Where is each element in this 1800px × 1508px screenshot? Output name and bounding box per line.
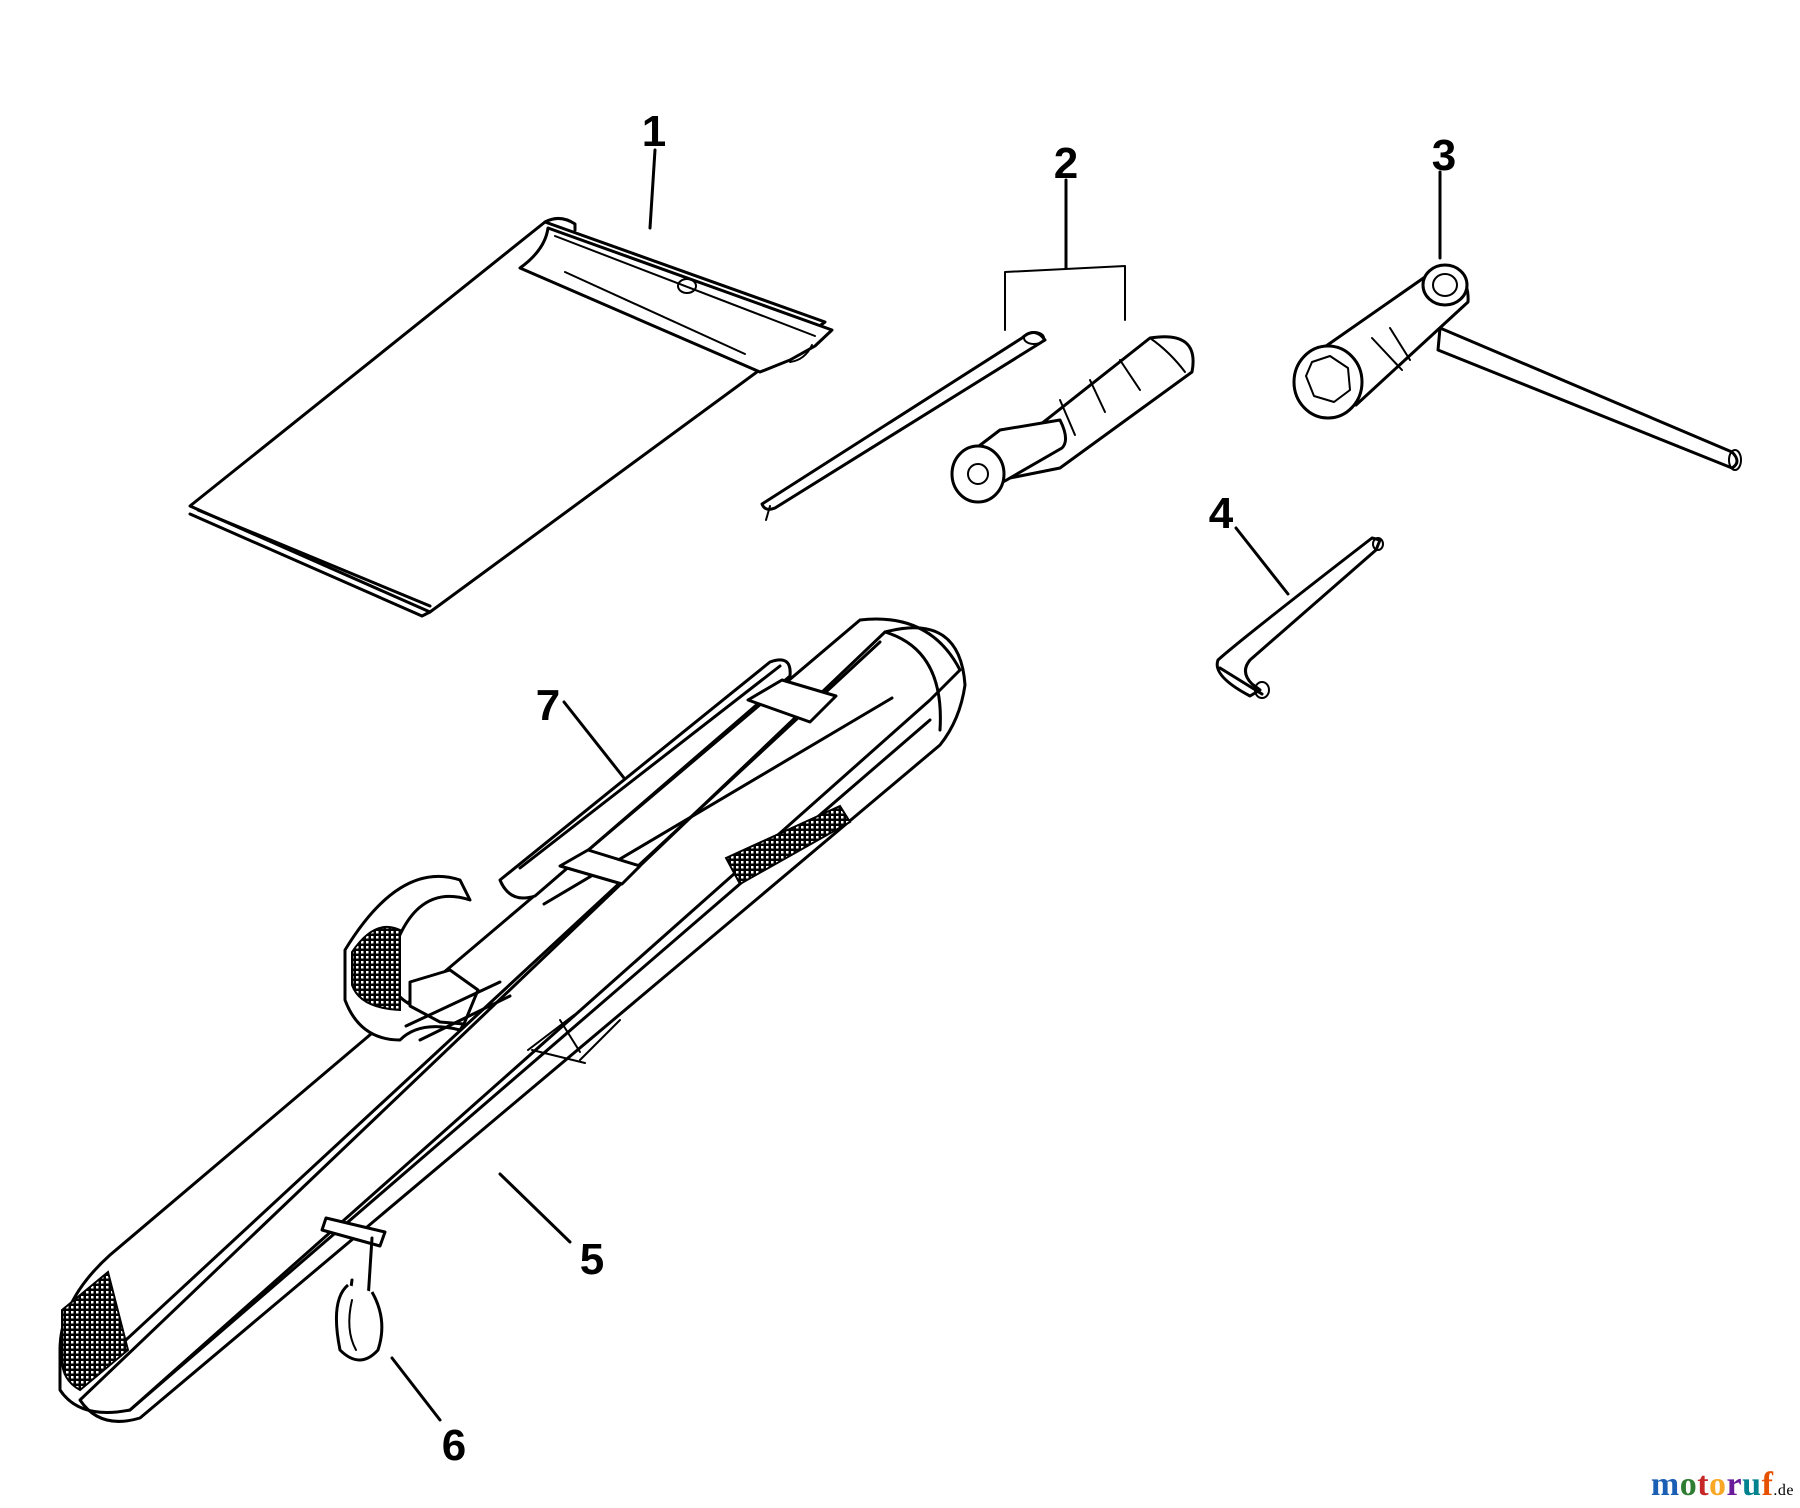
leader-7: [562, 700, 626, 780]
watermark-suffix: .de: [1773, 1482, 1794, 1499]
watermark-letter: t: [1697, 1466, 1710, 1503]
callout-7: 7: [536, 681, 560, 730]
document-pouch-icon: [188, 217, 834, 618]
leader-5: [498, 1172, 572, 1244]
callout-4: 4: [1209, 489, 1234, 538]
callout-3: 3: [1432, 131, 1456, 180]
watermark-text: motoruf: [1651, 1466, 1774, 1503]
leader-1: [648, 148, 657, 230]
watermark-letter: m: [1650, 1466, 1680, 1503]
leader-6: [390, 1356, 442, 1422]
tool-bag-icon: [58, 617, 967, 1423]
strap-loop-icon: [343, 658, 894, 1042]
callout-5: 5: [580, 1235, 604, 1284]
screwdriver-icon: [760, 265, 1195, 521]
callout-2: 2: [1054, 139, 1078, 188]
hex-key-icon: [1215, 536, 1384, 699]
watermark-letter: f: [1761, 1466, 1774, 1503]
watermark-letter: o: [1679, 1466, 1698, 1503]
t-socket-wrench-icon: [1292, 263, 1742, 471]
leader-lines: [390, 148, 1442, 1422]
leader-4: [1234, 526, 1290, 596]
callout-labels: 1 2 3 4 5 6 7: [442, 107, 1456, 1470]
callout-6: 6: [442, 1421, 466, 1470]
watermark-letter: u: [1742, 1466, 1762, 1503]
snap-hook-icon: [320, 1216, 387, 1362]
watermark-letter: r: [1726, 1466, 1743, 1503]
callout-1: 1: [642, 107, 666, 156]
watermark-logo: motoruf.de: [1651, 1468, 1794, 1502]
watermark-letter: o: [1709, 1466, 1727, 1503]
